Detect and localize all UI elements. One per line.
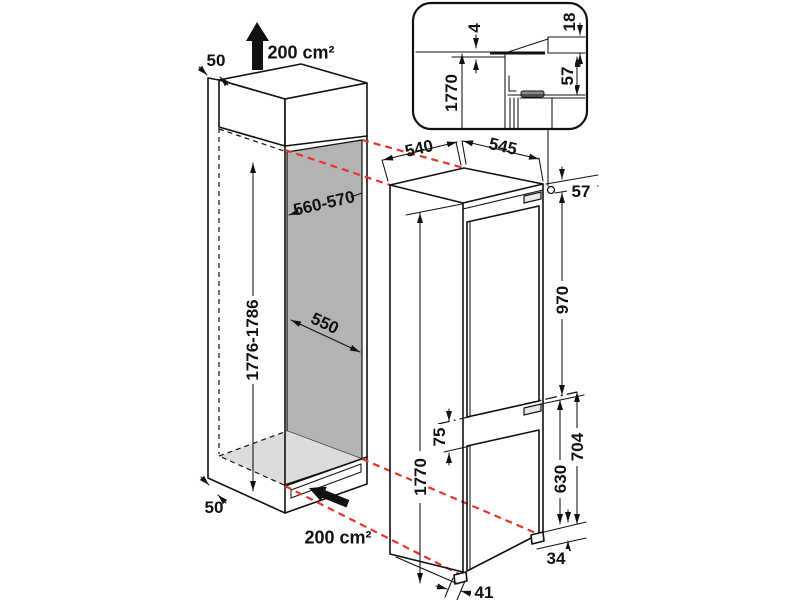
dim-appliance-depth: 540	[403, 136, 435, 161]
dim-inset-hinge-drop: 57	[558, 67, 577, 86]
dim-foot-depth: 41	[475, 583, 494, 600]
dim-lower-section-height: 704	[568, 432, 587, 461]
appliance-drawing: 540 545 57 970 1770 75 704 630	[381, 128, 599, 600]
hinge-point-marker	[546, 185, 556, 195]
label-top-vent-area: 200 cm²	[267, 42, 334, 62]
upper-door	[466, 205, 540, 418]
dim-appliance-height: 1770	[411, 458, 430, 496]
dim-appliance-width: 545	[487, 134, 519, 159]
right-foot	[530, 531, 545, 545]
dim-lower-door-height: 630	[551, 465, 570, 493]
hinge-detail-inset: 4 18 57 1770	[411, 1, 589, 131]
appliance-top-face	[389, 167, 544, 204]
airflow-in-arrow	[309, 486, 350, 508]
dim-top-clearance: 50	[207, 51, 226, 70]
dim-inset-worktop: 18	[560, 13, 579, 32]
hinge-slide-foot	[520, 90, 545, 98]
cabinet-hidden-edges	[218, 128, 288, 454]
lower-door-handle	[523, 403, 542, 416]
dim-niche-height: 1776-1786	[243, 299, 262, 380]
upper-door-handle	[523, 191, 542, 204]
cabinet-outer-edges	[207, 77, 368, 514]
dim-top-hinge-offset: 57	[572, 182, 591, 201]
door-split-axis	[437, 391, 578, 425]
dim-bottom-gap: 34	[547, 549, 566, 568]
lower-door	[466, 429, 540, 572]
airflow-up-arrow	[246, 22, 269, 70]
dim-inset-height: 1770	[442, 74, 461, 112]
dim-inset-top-gap: 4	[465, 23, 484, 33]
label-bottom-vent-area: 200 cm²	[304, 527, 371, 547]
cabinet-niche-drawing: 50 200 cm² 1776-1786 560-570 550 50 200 …	[197, 22, 372, 547]
dim-mid-gap: 75	[430, 428, 449, 447]
dim-bottom-clearance: 50	[205, 498, 224, 517]
dim-upper-door-height: 970	[553, 286, 572, 314]
front-foot	[453, 571, 468, 585]
